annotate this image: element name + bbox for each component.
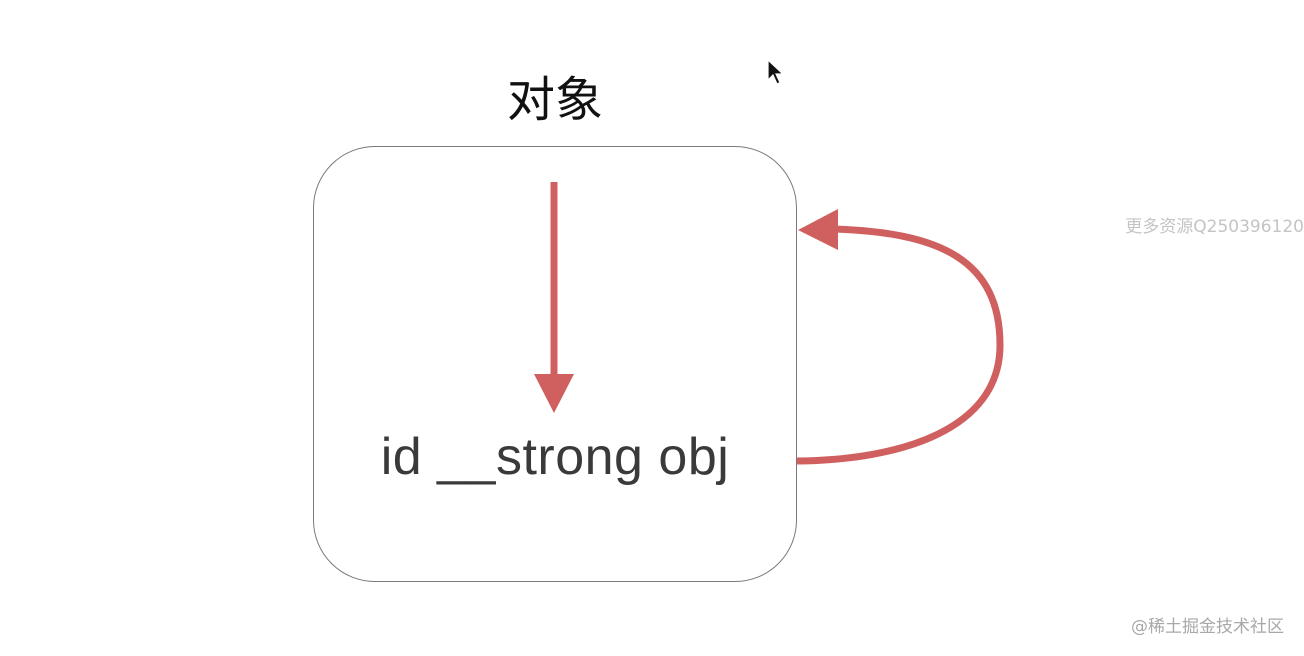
- mouse-pointer-icon: [767, 58, 784, 85]
- watermark-bottom: @稀土掘金技术社区: [1131, 617, 1284, 637]
- reference-loop-head: [798, 209, 838, 250]
- watermark-right: 更多资源Q250396120: [1125, 217, 1304, 237]
- down-arrow: [534, 182, 574, 413]
- reference-loop-arrow: [796, 209, 1004, 465]
- variable-label: id __strong obj: [380, 428, 730, 486]
- reference-loop-curve: [796, 225, 1004, 465]
- object-title: 对象: [506, 72, 603, 128]
- down-arrow-head: [534, 374, 574, 413]
